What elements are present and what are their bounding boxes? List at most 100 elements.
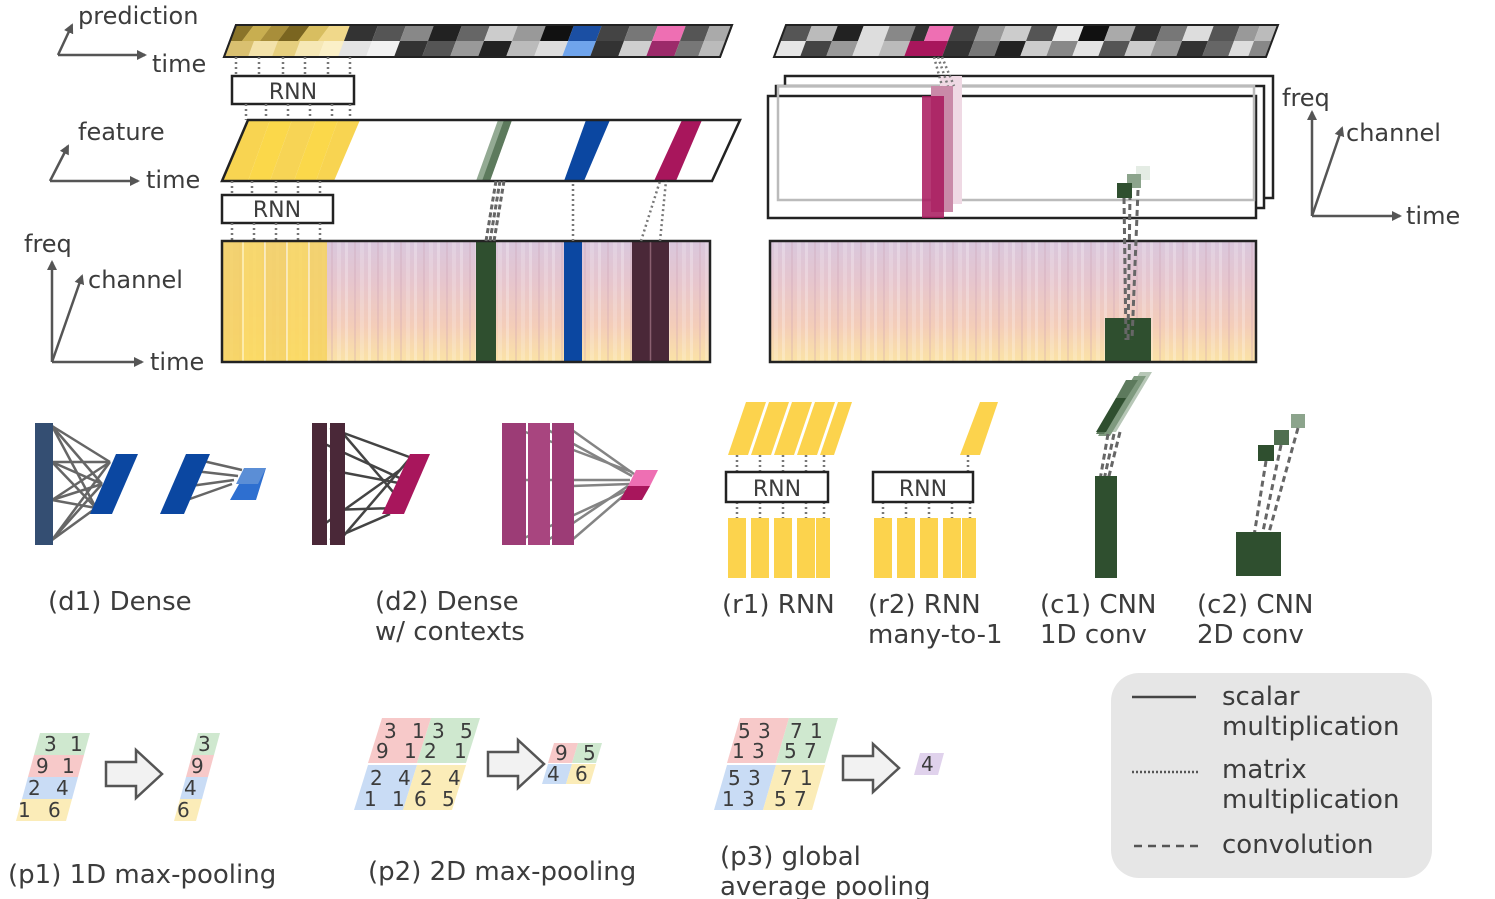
p2-in-1-1: 1	[404, 739, 417, 763]
caption-c1-line1: (c1) CNN	[1040, 590, 1156, 620]
p2-in-0-2: 3	[432, 719, 445, 743]
p3-in-2-3: 1	[800, 766, 813, 790]
rnn-box-bottom: RNN	[220, 193, 335, 225]
p1-in-1-1: 1	[62, 754, 75, 778]
p2-out-1-1: 6	[575, 762, 588, 786]
prediction-strip-left	[222, 24, 734, 58]
p2-in-3-2: 6	[414, 787, 427, 811]
pooling-p2-output: 9 5 4 6	[542, 741, 602, 786]
p1-out-2: 4	[184, 776, 197, 800]
conv-links-right	[1122, 189, 1140, 341]
pooling-p2-input: 3 1 3 5 9 1 2 1 2 4 2 4 1 1 6 5	[354, 718, 480, 811]
axis-freq-channel-time: freq channel time	[24, 230, 204, 376]
p2-out-0-1: 5	[583, 741, 596, 765]
axis-label-time-spec: time	[150, 348, 204, 376]
legend: scalar multiplication matrix multiplicat…	[1111, 673, 1432, 878]
caption-r1: (r1) RNN	[722, 590, 835, 620]
spectrogram-right	[768, 239, 1258, 364]
axis-right: freq channel time	[1282, 84, 1460, 230]
p2-in-3-0: 1	[364, 787, 377, 811]
p2-out-0-0: 9	[555, 741, 568, 765]
cnn-c1	[1095, 372, 1152, 578]
caption-p3-line1: (p3) global	[720, 842, 861, 872]
cnn-c2	[1236, 414, 1305, 576]
p3-in-2-1: 3	[748, 766, 761, 790]
caption-d2-line1: (d2) Dense	[375, 587, 519, 617]
caption-r2-line1: (r2) RNN	[868, 590, 981, 620]
legend-scalar-line1: scalar	[1222, 682, 1300, 712]
p2-in-0-3: 5	[460, 719, 473, 743]
p3-in-1-3: 7	[804, 739, 817, 763]
p2-in-1-2: 2	[424, 739, 437, 763]
p2-in-1-3: 1	[454, 739, 467, 763]
p3-in-0-1: 3	[758, 719, 771, 743]
axis-feature-time: feature time	[48, 118, 200, 194]
p2-in-3-1: 1	[392, 787, 405, 811]
p3-in-1-1: 3	[752, 739, 765, 763]
p3-in-0-3: 1	[810, 719, 823, 743]
p3-in-1-0: 1	[732, 739, 745, 763]
rnn-box-top-label: RNN	[269, 80, 317, 105]
legend-box	[1111, 673, 1432, 878]
p1-in-0-0: 3	[44, 732, 57, 756]
captions-row2: (p1) 1D max-pooling (p2) 2D max-pooling …	[8, 842, 930, 899]
p2-in-0-0: 3	[384, 719, 397, 743]
axis-label-prediction: prediction	[78, 2, 198, 30]
feature-map-stack	[766, 74, 1275, 220]
rnn-box-bottom-label: RNN	[253, 198, 301, 223]
p3-in-1-2: 5	[784, 739, 797, 763]
feature-strip	[220, 118, 742, 183]
pooling-p1-output: 3 9 4 6	[174, 732, 220, 822]
p2-in-3-3: 5	[442, 787, 455, 811]
p1-out-0: 3	[198, 732, 211, 756]
rnn-spec-links	[230, 223, 322, 241]
axis-label-time-feature: time	[146, 166, 200, 194]
pooling-p1-arrow	[104, 747, 164, 801]
p3-in-3-1: 3	[742, 787, 755, 811]
rnn-r2-label: RNN	[899, 477, 947, 502]
prediction-strip-right	[772, 24, 1280, 58]
p2-in-2-3: 4	[448, 766, 461, 790]
p1-out-1: 9	[191, 754, 204, 778]
legend-scalar-line2: multiplication	[1222, 712, 1399, 742]
rnn-r2: RNN	[871, 402, 998, 578]
caption-c1-line2: 1D conv	[1040, 620, 1147, 650]
p2-in-0-1: 1	[412, 719, 425, 743]
pooling-p1-input: 3 1 9 1 2 4 1 6	[16, 732, 90, 822]
rnn-feature-links	[244, 104, 352, 120]
p1-in-1-0: 9	[36, 754, 49, 778]
p1-in-0-1: 1	[70, 732, 83, 756]
p2-in-2-1: 4	[398, 766, 411, 790]
pred-stack-links	[932, 56, 956, 87]
p3-in-2-2: 7	[780, 766, 793, 790]
p1-in-2-0: 2	[28, 776, 41, 800]
caption-d1: (d1) Dense	[48, 587, 192, 617]
pooling-p3-arrow	[841, 741, 901, 795]
matrix-links-left	[571, 180, 668, 242]
p2-in-2-0: 2	[370, 766, 383, 790]
p3-in-3-3: 7	[794, 787, 807, 811]
p2-in-2-2: 2	[420, 766, 433, 790]
axis-label-channel: channel	[88, 266, 183, 294]
caption-r2-line2: many-to-1	[868, 620, 1003, 650]
rnn-r1: RNN	[724, 402, 852, 578]
legend-matrix-line1: matrix	[1222, 755, 1307, 785]
p3-in-3-0: 1	[722, 787, 735, 811]
rnn-box-top: RNN	[230, 74, 356, 106]
p2-out-1-0: 4	[547, 762, 560, 786]
spectrogram-left	[220, 239, 712, 364]
caption-p3-line2: average pooling	[720, 872, 930, 899]
rnn-r1-label: RNN	[753, 477, 801, 502]
axis-label-freq: freq	[24, 230, 72, 258]
pred-rnn-links	[234, 57, 352, 76]
dense-d2-right	[502, 423, 658, 545]
p3-in-3-2: 5	[774, 787, 787, 811]
p1-out-3: 6	[177, 798, 190, 822]
caption-c2-line2: 2D conv	[1197, 620, 1304, 650]
pooling-p3-output: 4	[914, 752, 944, 776]
dense-d1	[35, 423, 266, 545]
axis-label-feature: feature	[78, 118, 165, 146]
p3-in-0-0: 5	[738, 719, 751, 743]
legend-conv: convolution	[1222, 830, 1373, 860]
